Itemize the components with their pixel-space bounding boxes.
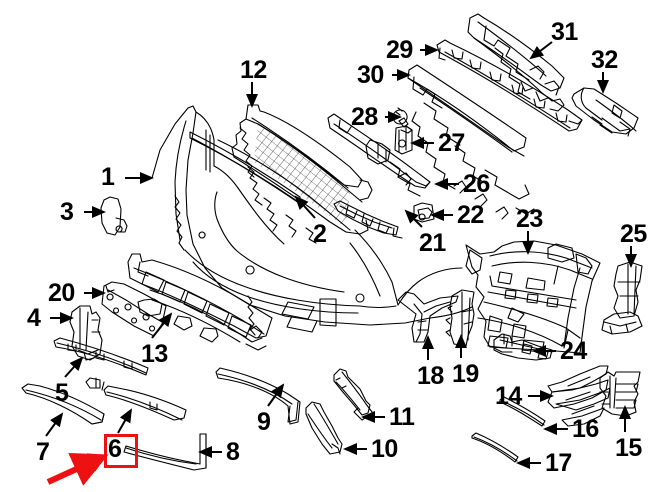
part-side-trim-strip xyxy=(215,367,301,425)
callout-label-6[interactable]: 6 xyxy=(108,435,122,463)
part-lower-trim-strip-c xyxy=(21,383,105,425)
callout-label-9[interactable]: 9 xyxy=(257,408,271,436)
part-reinforcement-strip xyxy=(333,200,403,239)
part-thin-strip-b xyxy=(471,432,519,463)
highlight-box xyxy=(104,434,138,468)
callout-label-8[interactable]: 8 xyxy=(226,438,240,466)
part-upper-grille-mesh xyxy=(231,104,373,244)
callout-label-25[interactable]: 25 xyxy=(620,220,647,248)
part-lower-trim-strip-b xyxy=(85,377,187,421)
callout-label-31[interactable]: 31 xyxy=(551,18,578,46)
part-upper-support-rail xyxy=(327,113,431,197)
part-clip-small xyxy=(413,202,435,223)
callout-label-27[interactable]: 27 xyxy=(438,129,465,157)
part-lower-trim-strip-a xyxy=(53,337,149,376)
callout-label-24[interactable]: 24 xyxy=(560,337,587,365)
callout-label-15[interactable]: 15 xyxy=(615,434,642,462)
callout-arrows xyxy=(45,41,637,469)
callout-label-20[interactable]: 20 xyxy=(48,279,75,307)
callout-label-18[interactable]: 18 xyxy=(417,362,444,390)
callout-arrow-7 xyxy=(45,412,64,437)
callout-label-13[interactable]: 13 xyxy=(141,340,168,368)
callout-label-29[interactable]: 29 xyxy=(386,36,413,64)
callout-arrow-21 xyxy=(404,209,423,228)
callout-arrow-9 xyxy=(267,383,285,407)
callout-label-21[interactable]: 21 xyxy=(419,229,446,257)
part-vertical-bracket xyxy=(601,261,643,335)
part-end-cap-bracket xyxy=(571,87,639,137)
callout-arrow-2 xyxy=(294,195,316,219)
callout-label-26[interactable]: 26 xyxy=(463,170,490,198)
callout-arrow-6 xyxy=(117,408,132,434)
part-side-support-a xyxy=(397,291,459,343)
callout-label-5[interactable]: 5 xyxy=(55,379,69,407)
callout-label-28[interactable]: 28 xyxy=(351,103,378,131)
callout-label-7[interactable]: 7 xyxy=(36,438,50,466)
callout-label-30[interactable]: 30 xyxy=(357,61,384,89)
highlight-arrow xyxy=(46,453,109,486)
callout-label-10[interactable]: 10 xyxy=(371,435,398,463)
red-pointer-head xyxy=(87,453,107,472)
callout-label-19[interactable]: 19 xyxy=(452,360,479,388)
part-side-panel-bracket xyxy=(599,371,641,417)
callout-label-3[interactable]: 3 xyxy=(60,198,74,226)
part-side-support-b xyxy=(445,289,475,347)
part-wheel-arch-liner xyxy=(465,240,601,354)
callout-arrow-5 xyxy=(64,356,84,378)
callout-label-11[interactable]: 11 xyxy=(389,403,415,431)
callout-label-1[interactable]: 1 xyxy=(101,163,115,191)
callout-label-17[interactable]: 17 xyxy=(545,449,572,477)
part-reinforcement-beam xyxy=(407,64,535,220)
part-corner-insert-b xyxy=(333,368,373,421)
part-end-bracket xyxy=(69,305,103,361)
callout-label-4[interactable]: 4 xyxy=(27,304,41,332)
callout-label-16[interactable]: 16 xyxy=(572,415,599,443)
part-mount-clip xyxy=(394,125,413,155)
callout-label-22[interactable]: 22 xyxy=(457,201,484,229)
callout-arrow-31 xyxy=(529,41,553,60)
callout-label-14[interactable]: 14 xyxy=(495,382,522,410)
part-side-bracket-left xyxy=(100,196,128,236)
callout-label-32[interactable]: 32 xyxy=(591,46,618,74)
part-impact-absorber xyxy=(436,39,583,132)
callout-label-23[interactable]: 23 xyxy=(516,205,543,233)
part-crash-beam xyxy=(467,13,565,112)
callout-label-2[interactable]: 2 xyxy=(313,220,327,248)
callout-label-12[interactable]: 12 xyxy=(240,56,267,84)
part-lower-grille xyxy=(127,253,273,351)
part-air-duct-bracket xyxy=(547,365,611,427)
callout-arrow-13 xyxy=(151,312,173,339)
part-corner-insert-a xyxy=(305,401,343,455)
